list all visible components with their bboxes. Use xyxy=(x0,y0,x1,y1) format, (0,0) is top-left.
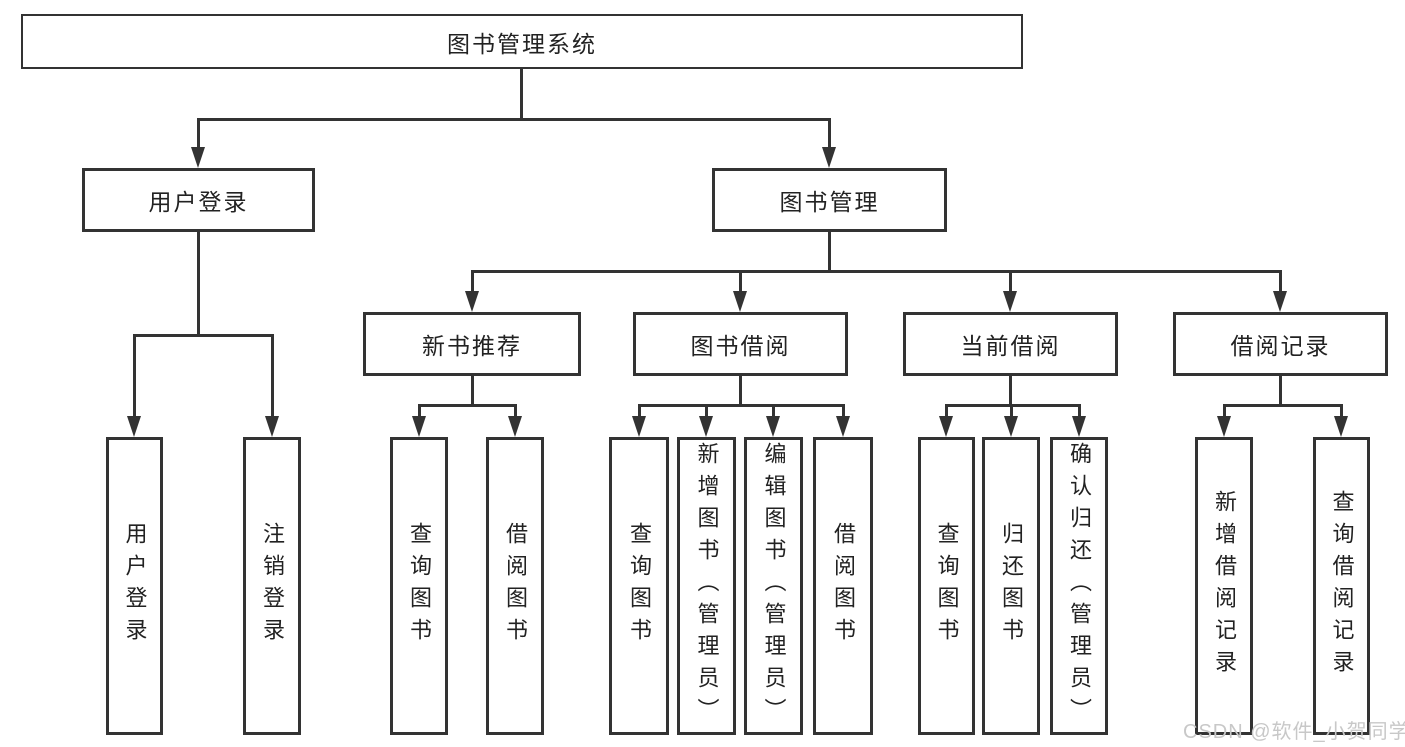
connector-line xyxy=(945,404,948,419)
leaf-label: 查询图书 xyxy=(934,522,960,650)
node-label: 图书管理 xyxy=(779,189,880,215)
arrow-down-icon xyxy=(1273,291,1287,312)
leaf-label: 借阅图书 xyxy=(503,522,528,650)
connector-line xyxy=(418,404,421,419)
leaf-query-books-borrow: 查询图书 xyxy=(609,437,669,735)
arrow-down-icon xyxy=(191,147,205,168)
arrow-down-icon xyxy=(1004,416,1018,437)
node-label: 借阅记录 xyxy=(1230,333,1331,359)
node-label: 图书管理系统 xyxy=(447,30,597,57)
node-label: 用户登录 xyxy=(148,189,249,215)
connector-line xyxy=(471,376,474,407)
arrow-down-icon xyxy=(1072,416,1086,437)
leaf-edit-books-admin: 编辑图书（管理员） xyxy=(744,437,803,735)
connector-line xyxy=(418,404,517,407)
leaf-borrow-books: 借阅图书 xyxy=(813,437,873,735)
watermark: CSDN @软件_小贺同学 xyxy=(1183,721,1405,743)
arrow-down-icon xyxy=(465,291,479,312)
arrow-down-icon xyxy=(1334,416,1348,437)
connector-line xyxy=(197,232,200,337)
connector-line xyxy=(133,334,274,337)
leaf-label: 查询图书 xyxy=(627,522,652,650)
leaf-label: 借阅图书 xyxy=(831,522,856,650)
connector-line xyxy=(1340,404,1343,419)
leaf-logout: 注销登录 xyxy=(243,437,301,735)
arrow-down-icon xyxy=(1003,291,1017,312)
arrow-down-icon xyxy=(632,416,646,437)
leaf-query-books-current: 查询图书 xyxy=(918,437,975,735)
leaf-label: 查询图书 xyxy=(407,522,432,650)
arrow-down-icon xyxy=(836,416,850,437)
arrow-down-icon xyxy=(1217,416,1231,437)
leaf-query-books-recommend: 查询图书 xyxy=(390,437,448,735)
connector-line xyxy=(705,404,708,419)
leaf-label: 注销登录 xyxy=(260,522,285,650)
arrow-down-icon xyxy=(733,291,747,312)
arrow-down-icon xyxy=(412,416,426,437)
connector-line xyxy=(1223,404,1226,419)
node-new-book-recommendation: 新书推荐 xyxy=(363,312,581,376)
node-user-login: 用户登录 xyxy=(82,168,315,232)
node-borrowing-records: 借阅记录 xyxy=(1173,312,1388,376)
arrow-down-icon xyxy=(939,416,953,437)
arrow-down-icon xyxy=(822,147,836,168)
connector-line xyxy=(842,404,845,419)
leaf-add-borrow-record: 新增借阅记录 xyxy=(1195,437,1253,735)
leaf-add-books-admin: 新增图书（管理员） xyxy=(677,437,736,735)
leaf-label: 新增借阅记录 xyxy=(1212,490,1237,682)
connector-line xyxy=(1009,270,1012,294)
connector-line xyxy=(133,334,136,418)
leaf-label: 确认归还（管理员） xyxy=(1067,442,1092,730)
connector-line xyxy=(638,404,641,419)
arrow-down-icon xyxy=(265,416,279,437)
connector-line xyxy=(1010,404,1013,419)
connector-line xyxy=(739,376,742,407)
connector-line xyxy=(1009,376,1012,407)
leaf-borrow-books-recommend: 借阅图书 xyxy=(486,437,544,735)
connector-line xyxy=(1223,404,1343,407)
leaf-label: 新增图书（管理员） xyxy=(694,442,720,730)
connector-line xyxy=(1078,404,1081,419)
node-library-management-system: 图书管理系统 xyxy=(21,14,1023,69)
connector-line xyxy=(1279,376,1282,407)
connector-line xyxy=(638,404,845,407)
node-current-borrowing: 当前借阅 xyxy=(903,312,1118,376)
connector-line xyxy=(197,118,200,150)
connector-line xyxy=(828,118,831,150)
connector-line xyxy=(520,69,523,121)
node-label: 当前借阅 xyxy=(960,333,1061,359)
node-book-borrowing: 图书借阅 xyxy=(633,312,848,376)
leaf-label: 编辑图书（管理员） xyxy=(761,442,787,730)
leaf-user-login: 用户登录 xyxy=(106,437,163,735)
leaf-label: 用户登录 xyxy=(122,522,148,650)
leaf-label: 查询借阅记录 xyxy=(1329,490,1355,682)
arrow-down-icon xyxy=(699,416,713,437)
leaf-confirm-return-admin: 确认归还（管理员） xyxy=(1050,437,1108,735)
connector-line xyxy=(471,270,1282,273)
node-book-management: 图书管理 xyxy=(712,168,947,232)
connector-line xyxy=(1279,270,1282,294)
connector-line xyxy=(271,334,274,418)
connector-line xyxy=(772,404,775,419)
arrow-down-icon xyxy=(127,416,141,437)
connector-line xyxy=(197,118,831,121)
arrow-down-icon xyxy=(508,416,522,437)
arrow-down-icon xyxy=(766,416,780,437)
leaf-query-borrow-record: 查询借阅记录 xyxy=(1313,437,1370,735)
connector-line xyxy=(471,270,474,294)
connector-line xyxy=(828,232,831,273)
leaf-return-books: 归还图书 xyxy=(982,437,1040,735)
connector-line xyxy=(514,404,517,419)
connector-line xyxy=(739,270,742,294)
node-label: 图书借阅 xyxy=(690,333,791,359)
leaf-label: 归还图书 xyxy=(999,522,1024,650)
node-label: 新书推荐 xyxy=(422,333,522,359)
